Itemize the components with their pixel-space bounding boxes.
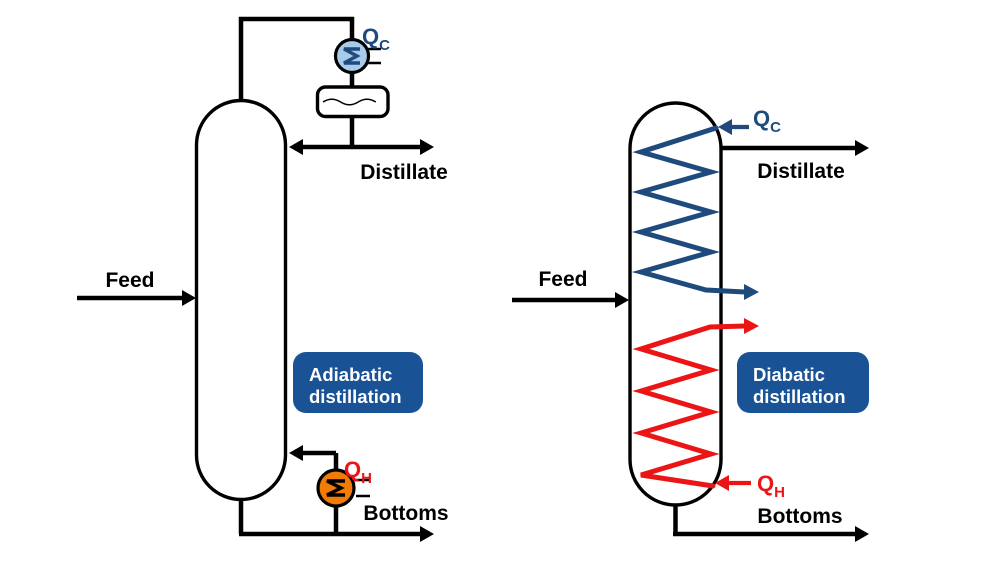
caption-line1: Adiabatic [309,364,392,385]
distillate-arrowhead [420,139,434,155]
caption-box [737,352,869,413]
bottoms-label: Bottoms [757,505,842,528]
caption-box [293,352,423,413]
condenser-sigma [343,47,361,65]
feed-label: Feed [105,269,154,292]
feed-arrowhead [615,292,629,308]
caption-line2: distillation [753,386,846,407]
adiabatic-caption: Adiabatic distillation [293,352,423,413]
feed-label: Feed [538,268,587,291]
bottoms-arrowhead [855,526,869,542]
bottoms-arrowhead [420,526,434,542]
reflux-arrowhead [289,139,303,155]
reflux-drum-body [315,85,390,119]
qc-label: QC [362,24,390,54]
boilup-arrowhead [289,445,303,461]
heating-coil [632,323,748,489]
pipes-left [77,16,421,537]
column-vessel [628,101,723,507]
condenser-icon [333,37,381,75]
qc-label: QC [753,106,781,136]
adiabatic-column-diagram: Feed Distillate Bottoms QC QH Adiabatic … [77,16,449,542]
reboiler-icon [316,468,370,508]
qh-label: QH [344,457,372,487]
distillate-label: Distillate [757,160,845,183]
qc-arrowhead [718,119,732,135]
qh-label: QH [757,471,785,501]
bottoms-label: Bottoms [363,502,448,525]
caption-line1: Diabatic [753,364,825,385]
diabatic-caption: Diabatic distillation [737,352,869,413]
condenser-ticks [368,47,381,65]
diabatic-column-diagram: Feed Distillate Bottoms QC QH Diabatic d… [512,101,869,542]
reboiler-sigma [326,479,345,497]
cooling-coil [631,125,748,295]
caption-line2: distillation [309,386,402,407]
distillate-arrowhead [855,140,869,156]
feed-arrowhead [182,290,196,306]
condenser-circle [333,37,371,75]
qh-arrowhead [715,475,729,491]
reboiler-circle [316,468,356,508]
pipes-right [512,145,856,537]
cooling-coil-exit-arrowhead [744,284,759,300]
drum-liquid-level [322,98,377,106]
reflux-drum-icon [315,85,390,119]
distillate-label: Distillate [360,161,448,184]
reboiler-ticks [356,478,370,498]
heating-coil-exit-arrowhead [744,318,759,334]
column-vessel [194,98,288,502]
